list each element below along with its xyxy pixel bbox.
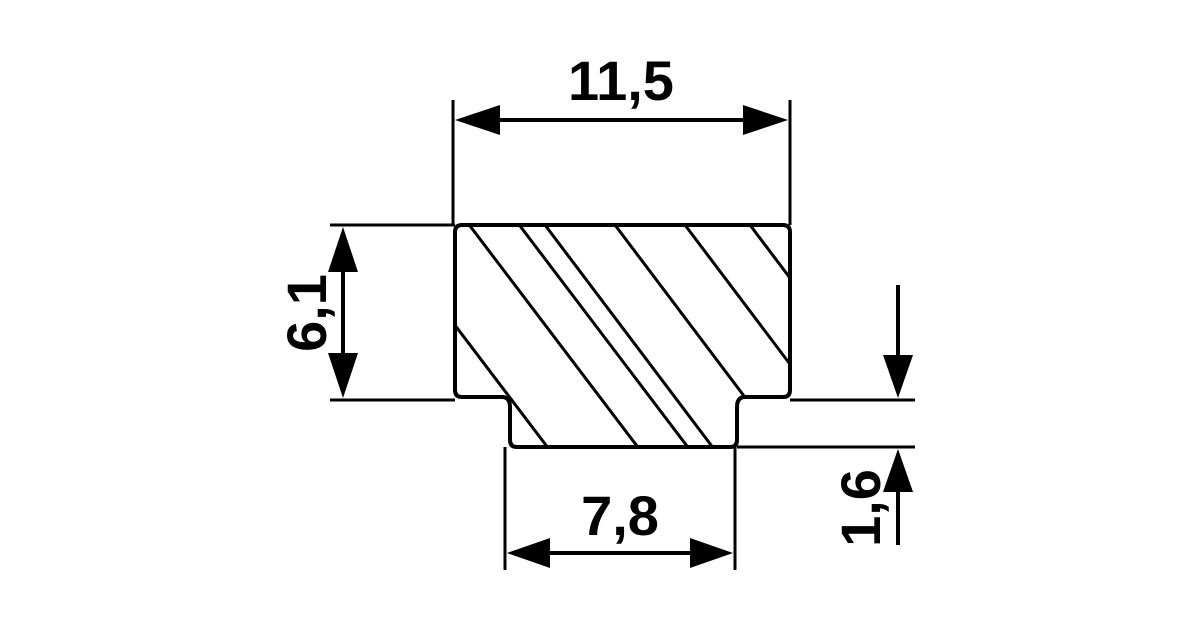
dimension-label-bottom-width: 7,8 <box>581 484 659 547</box>
section-hatching <box>455 225 790 447</box>
dimension-label-height: 6,1 <box>275 274 338 352</box>
dimension-top-width: 11,5 <box>455 49 788 135</box>
profile-outline <box>453 223 792 449</box>
dimension-height: 6,1 <box>275 227 358 398</box>
dimension-label-step-height: 1,6 <box>829 469 892 547</box>
dimension-step-height: 1,6 <box>829 285 913 547</box>
dimension-bottom-width: 7,8 <box>507 484 733 568</box>
extension-lines <box>330 100 915 570</box>
dimension-label-top-width: 11,5 <box>568 49 674 112</box>
